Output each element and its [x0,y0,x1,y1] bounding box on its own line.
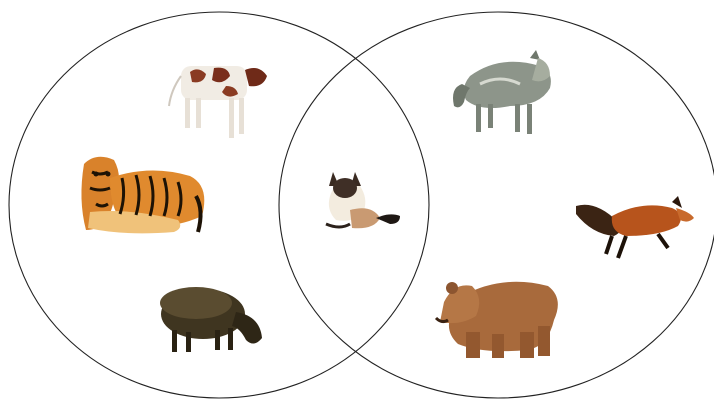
cow-image [169,66,267,138]
tiger-image [81,157,204,234]
bear-image [436,282,558,358]
sheep-image [160,287,262,352]
wolf-image [453,50,551,134]
fox-image [576,196,694,258]
cat-image [326,172,400,228]
